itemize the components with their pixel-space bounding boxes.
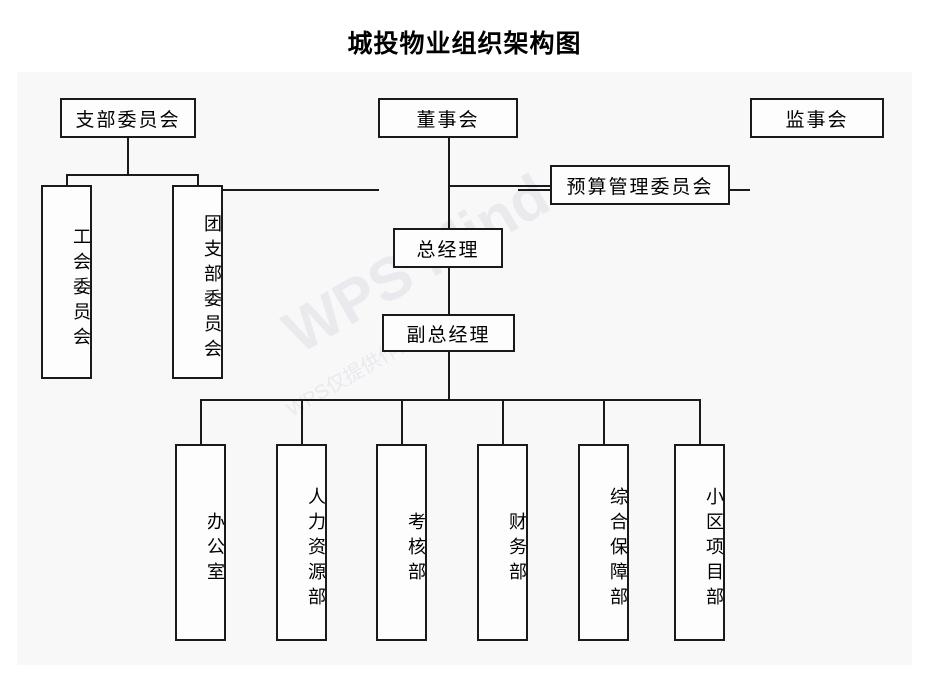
connector-board-to-budget: [448, 185, 550, 187]
node-label: 副总经理: [406, 324, 491, 346]
node-label: 团支部委员会: [202, 214, 222, 364]
node-board-of-directors[interactable]: 董事会: [378, 98, 518, 138]
org-chart-canvas: WPS Mind WPS仅提供作图能力 支部委员会 董事会 监事会 预算管理委员…: [17, 72, 912, 665]
node-label: 小区项目部: [704, 487, 724, 612]
connector-board-spine: [448, 138, 450, 228]
node-party-branch-committee[interactable]: 支部委员会: [60, 98, 196, 138]
node-label: 人力资源部: [306, 487, 326, 612]
node-label: 监事会: [785, 109, 849, 131]
node-label: 预算管理委员会: [566, 176, 714, 198]
node-youth-league-branch-committee[interactable]: 团支部委员会: [172, 185, 223, 379]
node-department-human-resources[interactable]: 人力资源部: [276, 444, 327, 641]
connector-party-stem: [127, 138, 129, 176]
node-label: 考核部: [406, 512, 426, 587]
node-label: 总经理: [416, 239, 480, 261]
node-deputy-general-manager[interactable]: 副总经理: [382, 314, 515, 352]
connector-department-bus: [200, 399, 700, 401]
node-label: 财务部: [507, 512, 527, 587]
node-board-of-supervisors[interactable]: 监事会: [750, 98, 884, 138]
node-general-manager[interactable]: 总经理: [393, 228, 503, 268]
node-department-office[interactable]: 办公室: [175, 444, 226, 641]
node-department-assessment[interactable]: 考核部: [376, 444, 427, 641]
node-label: 董事会: [416, 109, 480, 131]
node-department-finance[interactable]: 财务部: [477, 444, 528, 641]
node-label: 支部委员会: [75, 109, 181, 131]
node-department-community-project[interactable]: 小区项目部: [674, 444, 725, 641]
node-department-comprehensive-support[interactable]: 综合保障部: [578, 444, 629, 641]
connector-dgm-stem: [448, 352, 450, 400]
page-title: 城投物业组织架构图: [347, 31, 582, 58]
connector-drop-dept-4: [502, 399, 504, 444]
connector-party-to-board: [196, 189, 379, 191]
node-union-committee[interactable]: 工会委员会: [41, 185, 92, 379]
node-budget-management-committee[interactable]: 预算管理委员会: [550, 165, 730, 205]
connector-drop-dept-3: [401, 399, 403, 444]
node-label: 办公室: [205, 512, 225, 587]
connector-party-bus: [66, 174, 199, 176]
connector-gm-to-dgm: [448, 268, 450, 314]
connector-drop-dept-2: [301, 399, 303, 444]
node-label: 工会委员会: [71, 226, 91, 352]
connector-drop-dept-6: [699, 399, 701, 444]
connector-drop-union: [66, 174, 68, 185]
connector-drop-dept-5: [603, 399, 605, 444]
connector-drop-youth: [197, 174, 199, 185]
node-label: 综合保障部: [608, 487, 628, 612]
connector-drop-dept-1: [200, 399, 202, 444]
